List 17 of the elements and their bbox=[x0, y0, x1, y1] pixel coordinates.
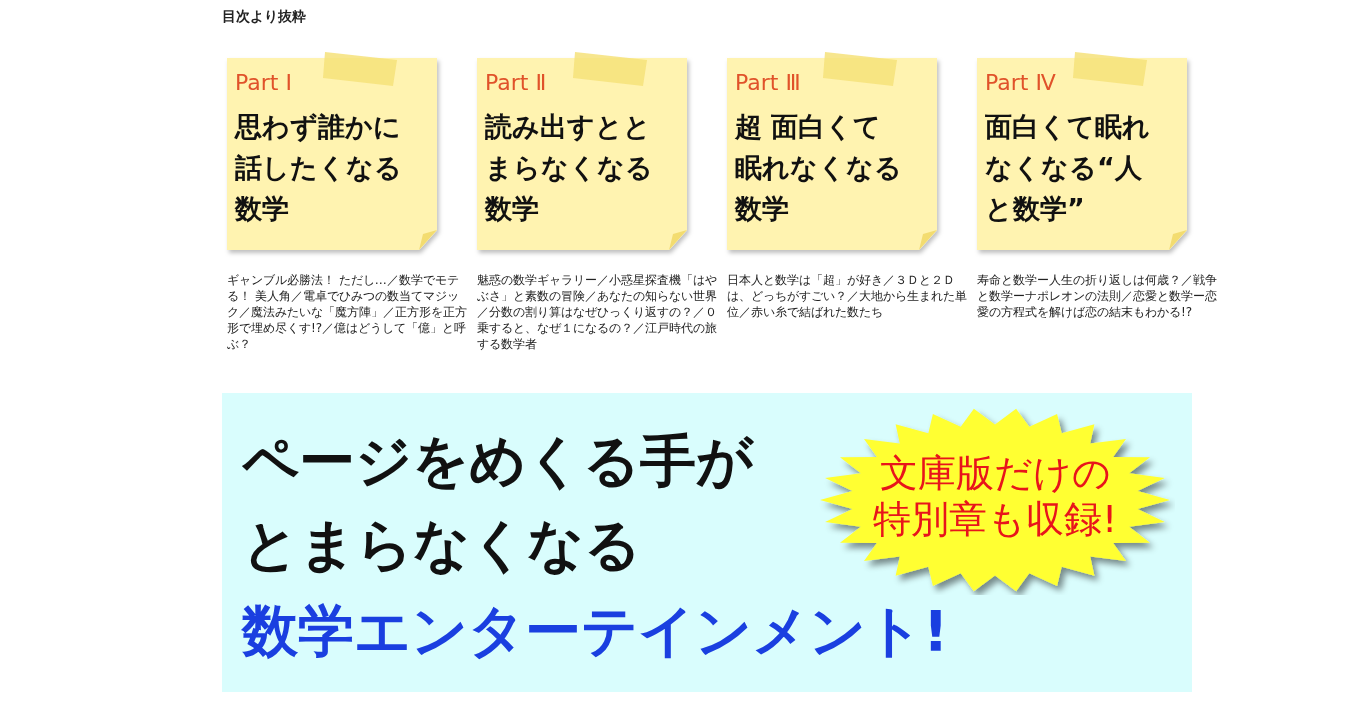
chapter-contents: 日本人と数学は「超」が好き／３Ｄと２Ｄは、どっちがすごい？／大地から生まれた単位／赤い糸で結ばれた数たち bbox=[727, 272, 967, 320]
part-label: Part Ⅰ bbox=[235, 70, 292, 95]
chapter-contents: 魅惑の数学ギャラリー／小惑星探査機「はやぶさ」と素数の冒険／あなたの知らない世界／分数の割り算はなぜひっくり返すの？／０乗すると、なぜ１になるの？／江戸時代の旅する数学者 bbox=[477, 272, 717, 352]
part-label: Part Ⅲ bbox=[735, 70, 801, 95]
promo-headline: 数学エンターテインメント! bbox=[242, 597, 950, 665]
heading: 目次より抜粋 bbox=[222, 8, 306, 26]
chapter-title: 超 面白くて眠れなくなる数学 bbox=[735, 110, 903, 226]
chapter-contents: ギャンブル必勝法！ ただし…／数学でモテる！ 美人角／電卓でひみつの数当てマジック／魔法みたいな「魔方陣」／正方形を正方形で埋め尽くす!?／億はどうして「億」と呼ぶ？ bbox=[227, 272, 467, 352]
chapter-title: 思わず誰かに話したくなる数学 bbox=[235, 110, 403, 226]
part-label: Part Ⅱ bbox=[485, 70, 547, 95]
promo-panel bbox=[222, 393, 1192, 692]
promo-headline: ページをめくる手がとまらなくなる bbox=[242, 427, 755, 579]
chapter-title: 面白くて眠れなくなる“人と数学” bbox=[985, 110, 1151, 226]
chapter-title: 読み出すととまらなくなる数学 bbox=[485, 110, 654, 226]
chapter-contents: 寿命と数学ー人生の折り返しは何歳？／戦争と数学ーナポレオンの法則／恋愛と数学ー恋愛の方程式を解けば恋の結末もわかる!? bbox=[977, 272, 1217, 320]
part-label: Part Ⅳ bbox=[985, 70, 1056, 95]
badge-text: 文庫版だけの特別章も収録! bbox=[871, 450, 1119, 542]
